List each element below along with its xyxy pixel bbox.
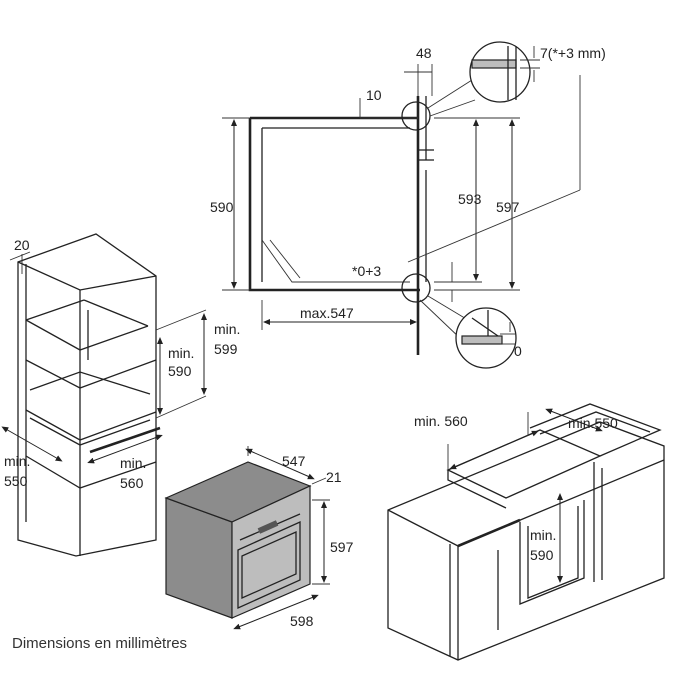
dim-min-label: min.: [168, 345, 194, 361]
dim-min550-label: min.550: [568, 415, 618, 431]
dim-min-560-label-a: min.: [120, 455, 146, 471]
dim-598-label: 598: [290, 613, 314, 629]
base-cabinet: min. 560 min.550 min. 590: [387, 403, 665, 661]
dim-560-label: 560: [120, 475, 144, 491]
side-section-view: 590 10 48 593 597 *0+3 max.547: [210, 41, 606, 369]
oven-unit: 547 21 597 598: [164, 446, 354, 630]
caption-text: Dimensions en millimètres: [12, 635, 187, 652]
detail-circle-bottom: [455, 307, 517, 369]
dim-547-label: 547: [282, 453, 306, 469]
dim-0-3-label: *0+3: [352, 263, 381, 279]
dim-599-label: 599: [214, 341, 238, 357]
detail-circle-top: [469, 41, 540, 103]
dim-593-label: 593: [458, 191, 482, 207]
dim-0-label: 0: [514, 343, 522, 359]
dim-7-label: 7(*+3 mm): [540, 45, 606, 61]
dim-max547-label: max.547: [300, 305, 354, 321]
dim-590-cab-label: 590: [168, 363, 192, 379]
dim-597-label: 597: [496, 199, 520, 215]
dim-min-550-label-a: min.: [4, 453, 30, 469]
dim-48-label: 48: [416, 45, 432, 61]
dim-590-label: 590: [210, 199, 234, 215]
dim-min-599-label-a: min.: [214, 321, 240, 337]
dim-590-base-label: 590: [530, 547, 554, 563]
dim-597-oven-label: 597: [330, 539, 354, 555]
dim-20-label: 20: [14, 237, 30, 253]
dim-21-label: 21: [326, 469, 342, 485]
dim-min560-label: min. 560: [414, 413, 468, 429]
dim-10-label: 10: [366, 87, 382, 103]
dim-550-label: 550: [4, 473, 28, 489]
tall-cabinet: min. 590 min. 599 20 min. 550 min. 560: [1, 233, 240, 557]
dim-min-590-label-a: min.: [530, 527, 556, 543]
